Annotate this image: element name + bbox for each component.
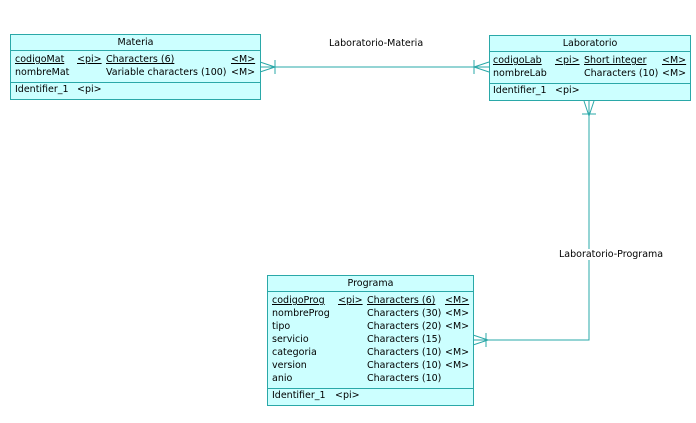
attribute-mandatory: <M> bbox=[445, 308, 470, 319]
identifier-row: Identifier_1 <pi> bbox=[268, 389, 473, 403]
attribute-row: codigoProg <pi> Characters (6) <M> bbox=[268, 294, 473, 307]
crowsfoot-laboratorio bbox=[473, 61, 490, 68]
attribute-type: Characters (6) bbox=[106, 54, 175, 65]
attribute-mandatory: <M> bbox=[231, 54, 256, 65]
attribute-row: tipo Characters (20) <M> bbox=[268, 320, 473, 333]
entity-title: Laboratorio bbox=[490, 36, 690, 52]
entity-title: Materia bbox=[11, 35, 260, 51]
identifier-name: Identifier_1 bbox=[493, 85, 547, 96]
attribute-name: nombreLab bbox=[493, 68, 547, 79]
attribute-name: servicio bbox=[272, 334, 309, 345]
attribute-mandatory: <M> bbox=[662, 55, 687, 66]
attribute-type: Characters (10) bbox=[584, 68, 659, 79]
attribute-name: tipo bbox=[272, 321, 291, 332]
attribute-pi: <pi> bbox=[338, 295, 363, 306]
attribute-mandatory: <M> bbox=[445, 321, 470, 332]
crowsfoot-materia bbox=[259, 61, 276, 68]
attribute-type: Characters (30) bbox=[367, 308, 442, 319]
relationship-label-laboratorio-programa: Laboratorio-Programa bbox=[559, 249, 664, 260]
attribute-row: version Characters (10) <M> bbox=[268, 359, 473, 372]
attribute-pi: <pi> bbox=[77, 54, 102, 65]
attribute-mandatory: <M> bbox=[445, 360, 470, 371]
attribute-name: codigoProg bbox=[272, 295, 325, 306]
identifier-pi: <pi> bbox=[77, 84, 102, 95]
relationship-label-laboratorio-materia: Laboratorio-Materia bbox=[329, 38, 424, 49]
attribute-row: servicio Characters (15) bbox=[268, 333, 473, 346]
identifier-row: Identifier_1 <pi> bbox=[490, 84, 690, 98]
attribute-row: nombreProg Characters (30) <M> bbox=[268, 307, 473, 320]
attribute-type: Characters (10) bbox=[367, 347, 442, 358]
identifier-pi: <pi> bbox=[555, 85, 580, 96]
attribute-row: nombreLab Characters (10) <M> bbox=[490, 67, 690, 80]
attribute-row: nombreMat Variable characters (100) <M> bbox=[11, 66, 260, 79]
attribute-name: codigoMat bbox=[15, 54, 65, 65]
identifier-name: Identifier_1 bbox=[272, 390, 326, 401]
entity-materia[interactable]: Materia codigoMat <pi> Characters (6) <M… bbox=[10, 34, 261, 100]
attribute-type: Characters (6) bbox=[367, 295, 436, 306]
identifier-name: Identifier_1 bbox=[15, 84, 69, 95]
attribute-mandatory: <M> bbox=[231, 67, 256, 78]
identifier-pi: <pi> bbox=[335, 390, 360, 401]
link-laboratorio-programa bbox=[473, 101, 590, 341]
attribute-name: codigoLab bbox=[493, 55, 542, 66]
attribute-name: categoria bbox=[272, 347, 317, 358]
attribute-type: Characters (20) bbox=[367, 321, 442, 332]
attribute-type: Characters (10) bbox=[367, 360, 442, 371]
identifier-row: Identifier_1 <pi> bbox=[11, 83, 260, 97]
attribute-type: Short integer bbox=[584, 55, 647, 66]
entity-laboratorio[interactable]: Laboratorio codigoLab <pi> Short integer… bbox=[489, 35, 691, 101]
attribute-row: anio Characters (10) bbox=[268, 372, 473, 385]
entity-programa[interactable]: Programa codigoProg <pi> Characters (6) … bbox=[267, 275, 474, 406]
attribute-mandatory: <M> bbox=[445, 295, 470, 306]
attribute-list: codigoProg <pi> Characters (6) <M> nombr… bbox=[268, 292, 473, 389]
attribute-row: codigoLab <pi> Short integer <M> bbox=[490, 54, 690, 67]
attribute-name: version bbox=[272, 360, 307, 371]
attribute-list: codigoLab <pi> Short integer <M> nombreL… bbox=[490, 52, 690, 84]
attribute-name: nombreMat bbox=[15, 67, 70, 78]
attribute-pi: <pi> bbox=[555, 55, 580, 66]
attribute-row: codigoMat <pi> Characters (6) <M> bbox=[11, 53, 260, 66]
attribute-type: Variable characters (100) bbox=[106, 67, 227, 78]
attribute-mandatory: <M> bbox=[445, 347, 470, 358]
attribute-name: anio bbox=[272, 373, 293, 384]
attribute-type: Characters (10) bbox=[367, 373, 442, 384]
attribute-list: codigoMat <pi> Characters (6) <M> nombre… bbox=[11, 51, 260, 83]
attribute-name: nombreProg bbox=[272, 308, 330, 319]
attribute-row: categoria Characters (10) <M> bbox=[268, 346, 473, 359]
entity-title: Programa bbox=[268, 276, 473, 292]
attribute-type: Characters (15) bbox=[367, 334, 442, 345]
attribute-mandatory: <M> bbox=[662, 68, 687, 79]
